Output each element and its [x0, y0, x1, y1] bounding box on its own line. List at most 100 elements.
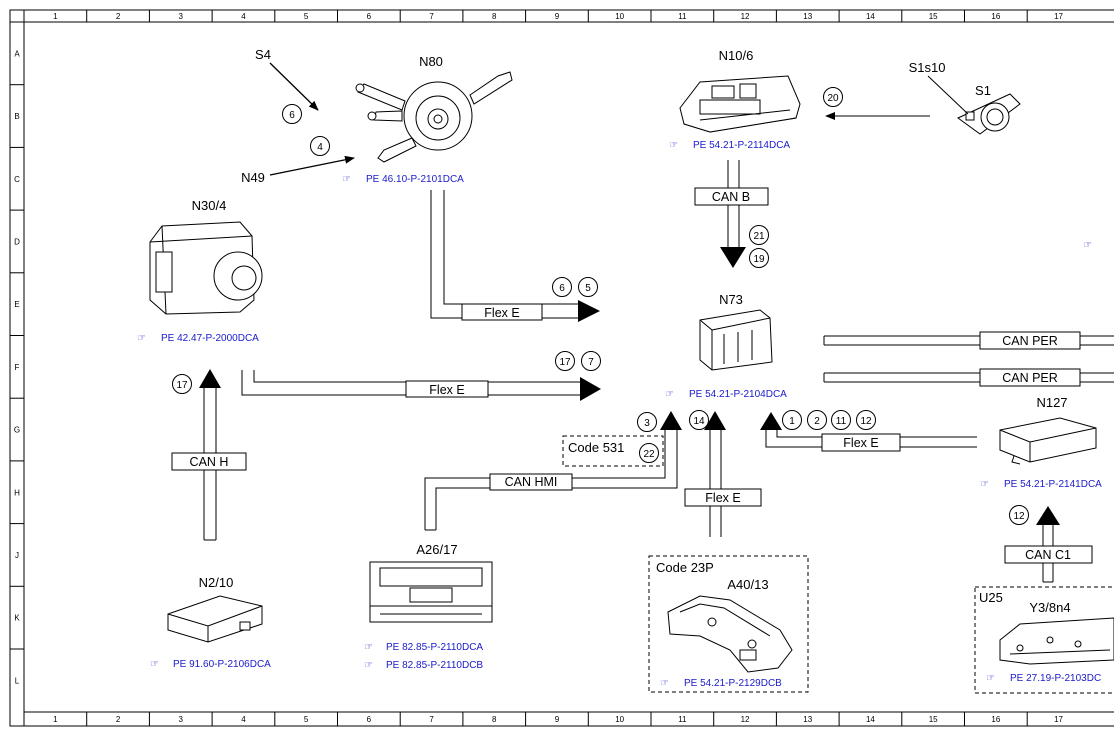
column-label: 9 — [555, 715, 560, 724]
column-label: 16 — [991, 12, 1000, 21]
n49-label: N49 — [241, 170, 265, 185]
svg-text:17: 17 — [176, 380, 188, 391]
row-label: B — [14, 112, 19, 121]
n30-4-esp-unit-drawing — [149, 221, 263, 315]
n80-steering-column-module-drawing — [355, 71, 513, 163]
n2-10-ref: PE 91.60-P-2106DCA — [173, 659, 271, 670]
column-label: 3 — [179, 12, 184, 21]
y3-8n4-valve-body-drawing — [999, 617, 1114, 665]
offpage-ref-icon: ☞ — [1083, 240, 1092, 251]
column-label: 15 — [929, 715, 938, 724]
svg-text:4: 4 — [317, 142, 323, 153]
n73-ref: PE 54.21-P-2104DCA — [689, 389, 787, 400]
y3-8n4-ref-icon: ☞ — [986, 673, 995, 684]
flex-e-mid-box — [405, 380, 489, 398]
callout-14: 14 — [689, 410, 709, 430]
a26-17-ref2: PE 82.85-P-2110DCB — [386, 660, 483, 671]
callout-20: 20 — [823, 87, 843, 107]
callout-7-flex-e: 7 — [581, 351, 601, 371]
n80-ref: PE 46.10-P-2101DCA — [366, 174, 464, 185]
sheet-frame — [9, 9, 1114, 727]
row-label: J — [15, 551, 19, 560]
n73-eis-unit-drawing — [699, 309, 773, 371]
svg-text:14: 14 — [693, 416, 705, 427]
flex-e-top-line — [430, 190, 578, 319]
column-label: 10 — [615, 715, 624, 724]
flex-e-mid-arrow — [580, 377, 601, 401]
column-label: 5 — [304, 715, 309, 724]
column-label: 17 — [1054, 12, 1063, 21]
callout-17-flex-e: 17 — [555, 351, 575, 371]
y3-8n4-label: Y3/8n4 — [1029, 600, 1070, 615]
svg-text:3: 3 — [644, 418, 650, 429]
svg-text:6: 6 — [289, 110, 295, 121]
column-label: 3 — [179, 715, 184, 724]
n10-6-ref: PE 54.21-P-2114DCA — [693, 140, 790, 151]
svg-text:6: 6 — [559, 283, 565, 294]
column-label: 13 — [803, 12, 812, 21]
column-label: 6 — [367, 715, 372, 724]
svg-text:12: 12 — [860, 416, 872, 427]
svg-text:12: 12 — [1013, 511, 1025, 522]
callout-12-flex-e: 12 — [856, 410, 876, 430]
n127-ref: PE 54.21-P-2141DCA — [1004, 479, 1102, 490]
a26-17-ref-icon: ☞ — [364, 642, 373, 653]
can-hmi-arrow — [660, 411, 682, 430]
column-label: 17 — [1054, 715, 1063, 724]
can-c1-box — [1004, 545, 1093, 564]
code-531-box — [562, 435, 664, 467]
svg-text:11: 11 — [836, 416, 847, 427]
can-c1-label: CAN C1 — [1025, 548, 1071, 562]
row-label: C — [14, 175, 20, 184]
row-label: F — [15, 363, 20, 372]
can-per-2-box — [979, 368, 1081, 387]
callout-22: 22 — [639, 443, 659, 463]
n49-arrow — [269, 155, 355, 176]
flex-e-bottom-line — [709, 428, 722, 537]
n2-10-label: N2/10 — [199, 575, 234, 590]
can-hmi-box — [489, 473, 573, 491]
callout-5-flex-e: 5 — [578, 277, 598, 297]
s4-label: S4 — [255, 47, 271, 62]
can-c1-arrow — [1036, 506, 1060, 525]
row-label: H — [14, 488, 20, 497]
callout-3: 3 — [637, 412, 657, 432]
a26-17-ref: PE 82.85-P-2110DCA — [386, 642, 483, 653]
n30-4-label: N30/4 — [192, 198, 227, 213]
s1s10-leader — [927, 75, 969, 115]
n30-4-ref: PE 42.47-P-2000DCA — [161, 333, 259, 344]
column-label: 6 — [367, 12, 372, 21]
column-label: 2 — [116, 715, 121, 724]
n10-6-ref-icon: ☞ — [669, 140, 678, 151]
flex-e-bottom-label: Flex E — [705, 491, 740, 505]
can-b-box — [694, 187, 769, 206]
n73-label: N73 — [719, 292, 743, 307]
column-label: 2 — [116, 12, 121, 21]
a40-13-label: A40/13 — [727, 577, 768, 592]
callout-2: 2 — [807, 410, 827, 430]
can-h-arrow — [199, 369, 221, 388]
a40-13-code: Code 23P — [656, 560, 714, 575]
column-label: 11 — [678, 12, 687, 21]
flex-e-bottom-arrow — [704, 411, 726, 430]
svg-text:1: 1 — [789, 416, 795, 427]
column-label: 8 — [492, 12, 497, 21]
n127-label: N127 — [1036, 395, 1067, 410]
n10-6-control-unit-drawing — [679, 75, 801, 133]
flex-e-bottom-box — [684, 488, 762, 507]
svg-text:21: 21 — [753, 231, 765, 242]
row-label: E — [14, 300, 19, 309]
column-label: 14 — [866, 12, 875, 21]
column-label: 12 — [741, 715, 750, 724]
code-531-label: Code 531 — [568, 440, 624, 455]
a26-17-ref2-icon: ☞ — [364, 660, 373, 671]
s1-label: S1 — [975, 83, 991, 98]
flex-e-mid-line-inner — [253, 370, 580, 383]
n80-label: N80 — [419, 54, 443, 69]
svg-text:5: 5 — [585, 283, 591, 294]
column-label: 16 — [991, 715, 1000, 724]
svg-text:2: 2 — [814, 416, 820, 427]
callout-17-can-h: 17 — [172, 374, 192, 394]
flex-e-right-arrow — [760, 412, 782, 430]
